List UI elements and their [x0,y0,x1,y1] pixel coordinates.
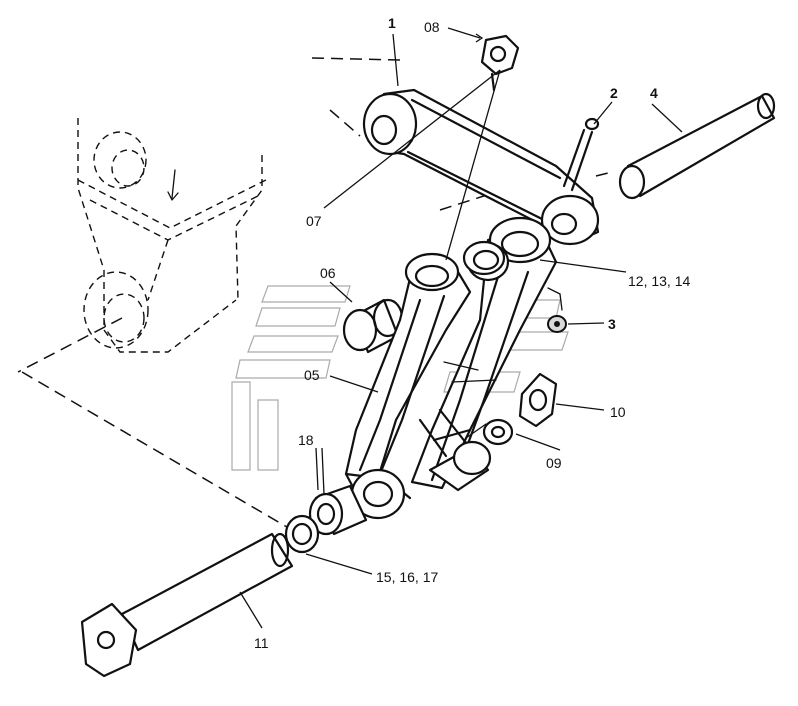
ghost-background [231,285,569,471]
callout-2: 2 [610,85,618,101]
dashed-housing-outline [77,118,267,353]
callout-18: 18 [298,432,314,448]
callout-08: 08 [424,19,440,35]
callout-1: 1 [388,15,396,31]
callout-labels: 1 08 2 4 07 06 12, 13, 14 3 05 10 18 09 … [254,15,690,651]
upper-link-arm [362,88,600,246]
callout-12-13-14: 12, 13, 14 [628,273,690,289]
callout-4: 4 [650,85,658,101]
rings-12-14 [462,240,506,276]
nut-3 [547,287,567,333]
bushing-06 [342,298,404,354]
main-lever-05 [344,216,558,520]
pin-2 [562,117,600,192]
callout-09: 09 [546,455,562,471]
plate-10 [518,372,558,428]
seal-rings-15-17 [284,514,320,554]
callout-3: 3 [608,316,616,332]
bushing-18 [308,484,368,536]
cylinder-pin-4 [618,92,776,200]
leader-lines [239,27,683,629]
long-pin-11 [80,532,294,678]
callout-15-16-17: 15, 16, 17 [376,569,438,585]
grease-nipple [480,34,520,92]
callout-06: 06 [320,265,336,281]
callout-05: 05 [304,367,320,383]
callout-11: 11 [254,635,269,651]
callout-07: 07 [306,213,322,229]
callout-10: 10 [610,404,626,420]
washer-09 [482,418,514,446]
